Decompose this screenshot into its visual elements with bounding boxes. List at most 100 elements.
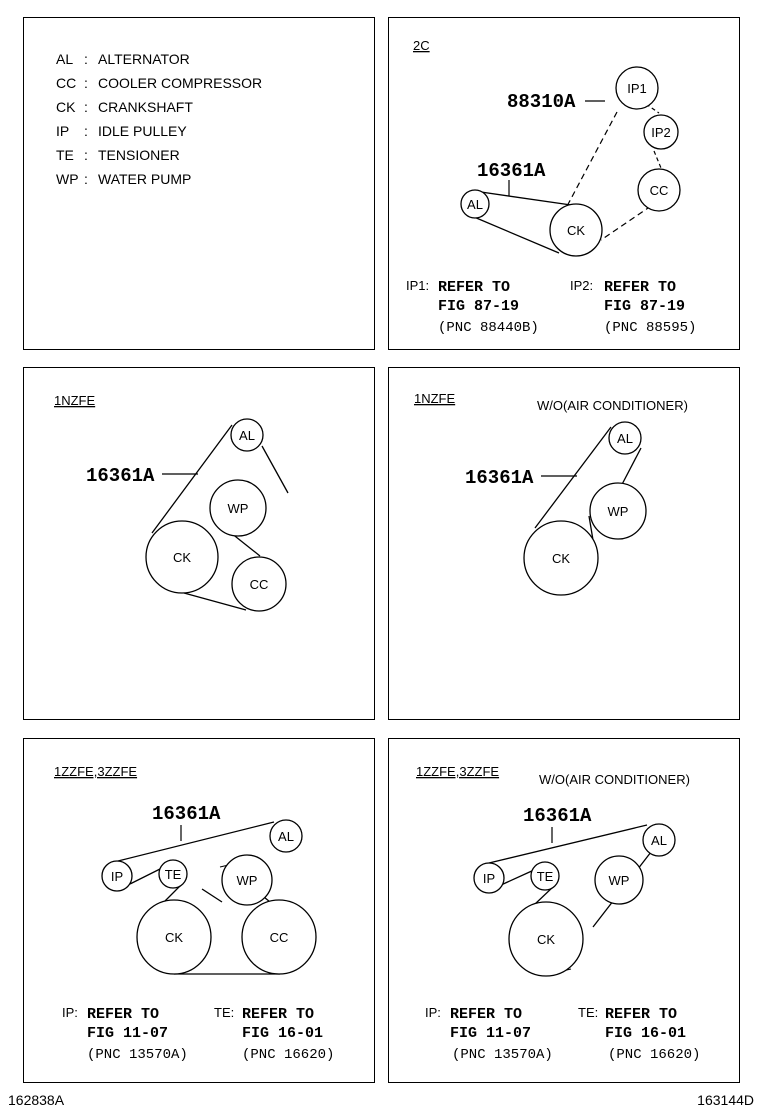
belt-segment [183,592,247,611]
pulley-wp [209,479,267,537]
belt-diagram-2c: 2C IP1 IP2 CC AL CK 88310A 16361A IP1: R… [406,38,696,336]
pulley-ck [549,203,603,257]
ref-line: (PNC 16620) [608,1047,700,1063]
pulley-al [460,189,490,219]
legend-name: TENSIONER [98,147,180,163]
pulley-wp [221,854,273,906]
pulley-label: IP [483,871,495,886]
belt-segment [201,888,223,903]
pulley-al [608,421,642,455]
pulley-label: CK [173,550,191,565]
pulley-label: CC [270,930,289,945]
pulley-label: WP [609,873,630,888]
ref-key: IP2: [570,278,593,293]
legend-panel: AL: ALTERNATOR CC: COOLER COMPRESSOR CK: CR… [23,17,375,350]
pulley-label: AL [617,431,633,446]
belt-segment [564,111,618,211]
part-number: 16361A [465,467,534,489]
legend-colon: : [84,99,88,115]
legend-colon: : [84,75,88,91]
pulley-label: AL [467,197,483,212]
panel-1nzfe: 1NZFE AL WP CK CC 16361A [23,367,375,720]
part-number: 16361A [86,465,155,487]
ref-line: FIG 87-19 [604,298,685,315]
engine-label: 1ZZFE,3ZZFE [416,764,499,779]
pulley-label: CC [250,577,269,592]
legend-row-cc: CC: COOLER COMPRESSOR [56,75,262,91]
pulley-ip1 [615,66,659,110]
pulley-label: WP [237,873,258,888]
ref-line: (PNC 13570A) [87,1047,188,1063]
legend-abbr: WP [56,171,79,187]
ref-line: FIG 11-07 [450,1025,531,1042]
panel-1zzfe-3zzfe: 1ZZFE,3ZZFE AL IP TE WP CK CC 16361A IP:… [23,738,375,1083]
legend-name: ALTERNATOR [98,51,190,67]
belt-segment [534,426,612,529]
legend-row-wp: WP: WATER PUMP [56,171,191,187]
legend-abbr: CC [56,75,77,91]
pulley-wp [594,855,644,905]
pulley-label: IP2 [651,125,671,140]
legend-row-ck: CK: CRANKSHAFT [56,99,193,115]
pulley-al [642,823,676,857]
panel-2c: 2C IP1 IP2 CC AL CK 88310A 16361A IP1: R… [388,17,740,350]
belt-segment [500,869,535,886]
pulley-label: CK [567,223,585,238]
pulley-cc [231,556,287,612]
pulley-ip [473,862,505,894]
legend-abbr: AL [56,51,74,67]
belt-segment [129,867,163,885]
belt-segment [117,821,275,862]
ref-line: FIG 11-07 [87,1025,168,1042]
pulley-label: TE [537,869,554,884]
legend-abbr: CK [56,99,76,115]
pulley-label: CK [165,930,183,945]
legend-colon: : [84,171,88,187]
legend-colon: : [84,123,88,139]
legend-name: CRANKSHAFT [98,99,193,115]
variant-label: W/O(AIR CONDITIONER) [537,398,688,413]
part-number: 16361A [477,160,546,182]
pulley-al [230,418,264,452]
pulley-label: CK [537,932,555,947]
legend-name: WATER PUMP [98,171,192,187]
pulley-cc [241,899,317,975]
pulley-wp [589,482,647,540]
pulley-ip [101,860,133,892]
pulley-ck [523,520,599,596]
ref-line: (PNC 88440B) [438,320,539,336]
pulley-te [530,861,560,891]
ref-line: REFER TO [450,1006,522,1023]
pulley-label: AL [278,829,294,844]
ref-key: TE: [214,1005,234,1020]
ref-line: (PNC 16620) [242,1047,334,1063]
pulley-label: CC [650,183,669,198]
footer-id-right: 163144D [697,1092,754,1108]
part-number: 16361A [152,803,221,825]
engine-label: 1NZFE [414,391,456,406]
belt-segment [473,190,572,206]
legend-row-te: TE:TENSIONER [56,147,180,163]
belt-segment [600,205,652,241]
ref-key: IP: [62,1005,78,1020]
pulley-al [269,819,303,853]
belt-segment [151,424,233,534]
pulley-te [158,859,188,889]
ref-key: IP1: [406,278,429,293]
part-number: 16361A [523,805,592,827]
ref-line: FIG 16-01 [242,1025,323,1042]
pulley-ck [508,901,584,977]
pulley-label: CK [552,551,570,566]
ref-line: REFER TO [605,1006,677,1023]
pulley-label: AL [239,428,255,443]
legend-abbr: TE [56,147,74,163]
pulley-label: IP1 [627,81,647,96]
ref-line: REFER TO [438,279,510,296]
belt-segment [488,824,648,864]
legend-row-al: AL: ALTERNATOR [56,51,190,67]
belt-diagram-1nzfe-no-ac: 1NZFE W/O(AIR CONDITIONER) AL WP CK 1636… [414,391,688,596]
legend-colon: : [84,51,88,67]
pulley-ck [145,520,219,594]
engine-label: 1NZFE [54,393,96,408]
legend-name: COOLER COMPRESSOR [98,75,263,91]
